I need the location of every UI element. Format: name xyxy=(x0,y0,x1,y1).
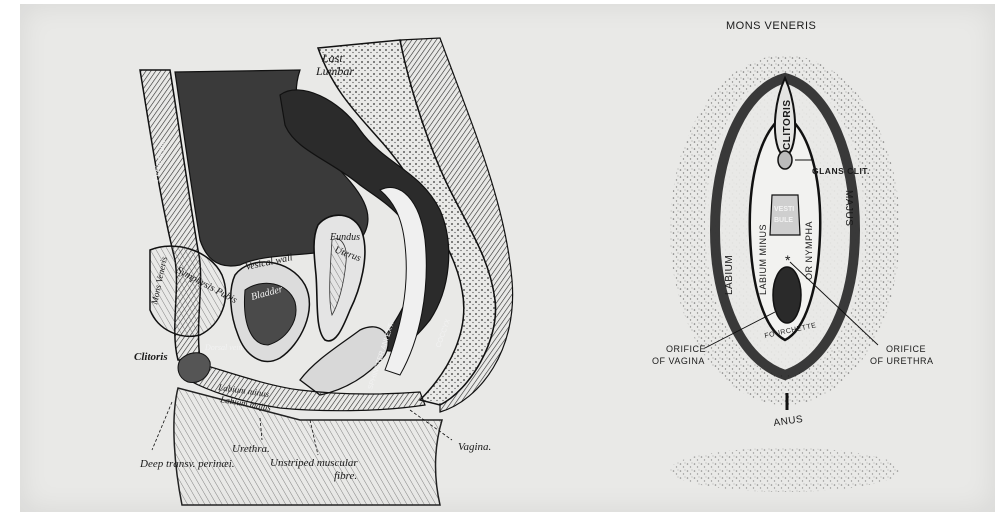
vestibule xyxy=(770,195,800,235)
label-mons-veneris-right: MONS VENERIS xyxy=(726,20,816,32)
label-labium: LABIUM xyxy=(724,255,735,295)
perianal-hair xyxy=(670,448,900,492)
label-lumbar: Lumbar xyxy=(315,64,354,78)
label-unstriped-1: Unstriped muscular xyxy=(270,457,358,469)
label-coccyx: COCCYX xyxy=(435,318,452,349)
label-last: Last xyxy=(321,51,343,65)
label-deep-transv: Deep transv. perinæi. xyxy=(139,458,235,470)
sagittal-section-figure: Last Lumbar Peritoneum Mons Veneris Symp… xyxy=(134,38,513,505)
label-glans-clit: GLANS CLIT. xyxy=(812,166,870,176)
label-clitoris: Clitoris xyxy=(134,351,168,363)
label-vestibule-2: BULE xyxy=(774,217,793,224)
label-or-nympha: OR NYMPHA xyxy=(804,221,814,280)
label-orifice-urethra-1: ORIFICE xyxy=(886,344,926,354)
label-urethra: Urethra. xyxy=(232,443,270,455)
external-genitalia-figure: * MONS VENERIS CLITORIS GLANS CLIT. VEST… xyxy=(652,20,934,492)
label-vagina: Vagina. xyxy=(458,441,491,453)
label-fundus: Fundus xyxy=(329,232,360,243)
urethral-orifice-marker: * xyxy=(785,252,791,268)
label-orifice-urethra-2: OF URETHRA xyxy=(870,356,934,366)
label-unstriped-2: fibre. xyxy=(334,470,357,482)
label-anus: ANUS xyxy=(773,414,804,429)
label-clitoris-right: CLITORIS xyxy=(782,100,793,150)
label-dorsal-vein: Dorsal vein xyxy=(204,343,243,352)
vaginal-orifice xyxy=(773,267,801,323)
label-majus: MAJUS xyxy=(843,190,854,226)
label-orifice-vagina-1: ORIFICE xyxy=(666,344,706,354)
glans-clitoris xyxy=(778,151,792,169)
label-orifice-vagina-2: OF VAGINA xyxy=(652,356,705,366)
leader-line xyxy=(152,402,172,450)
label-labium-minus-right: LABIUM MINUS xyxy=(758,224,768,295)
label-vestibule-1: VESTI xyxy=(774,206,794,213)
